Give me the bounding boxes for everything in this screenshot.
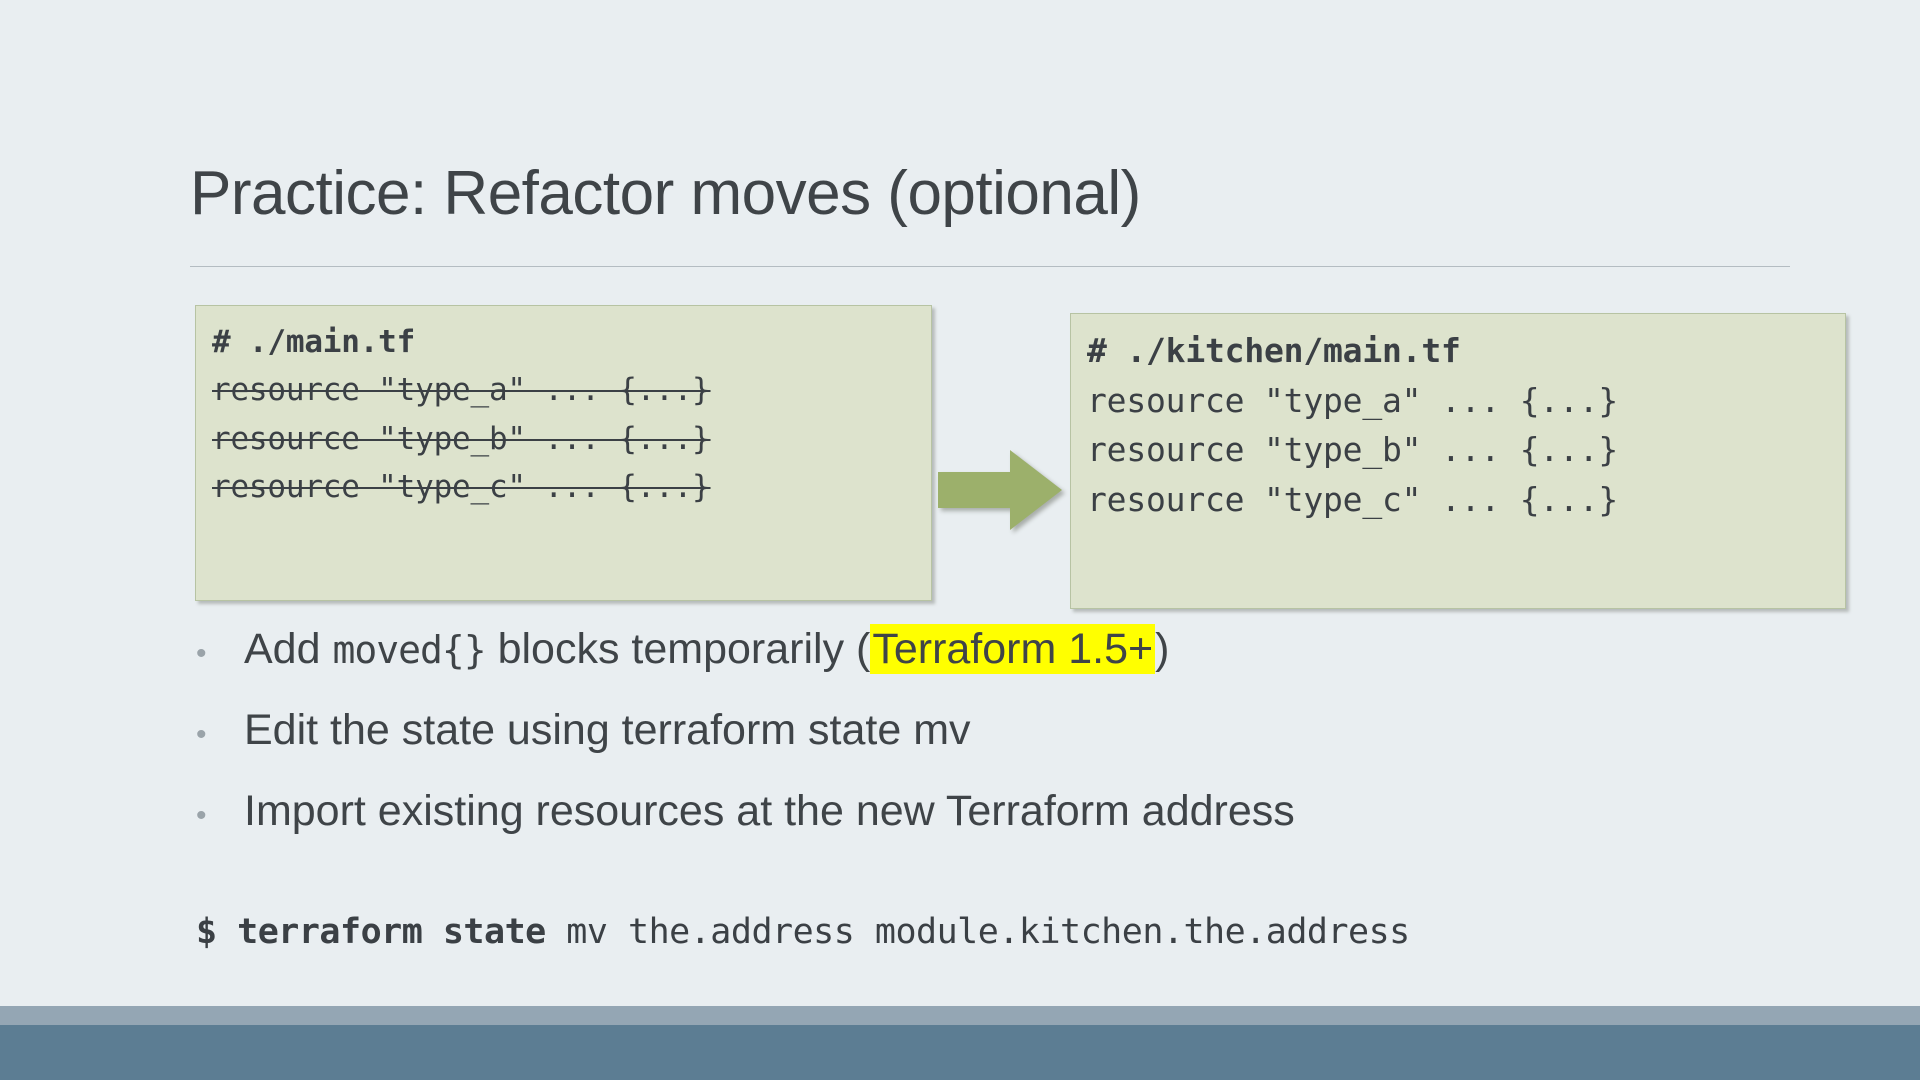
- code-box-kitchen-main-tf: # ./kitchen/main.tf resource "type_a" ..…: [1070, 313, 1846, 609]
- highlight-badge: Terraform 1.5+: [870, 624, 1156, 674]
- code-box-main-tf: # ./main.tf resource "type_a" ... {...} …: [195, 305, 932, 601]
- code-line-right-0: resource "type_a" ... {...}: [1087, 380, 1619, 420]
- footer-bar: [0, 1025, 1920, 1080]
- code-line-left-1: resource "type_b" ... {...}: [212, 420, 711, 457]
- command-args: mv the.address module.kitchen.the.addres…: [545, 912, 1410, 952]
- bullet-marker: •: [196, 637, 207, 670]
- bullet-0-mono: moved{}: [332, 628, 486, 672]
- list-item: • Import existing resources at the new T…: [196, 790, 1876, 833]
- terminal-command: $ terraform state mv the.address module.…: [196, 912, 1410, 952]
- bullet-0-pre: Add: [244, 625, 333, 673]
- code-header-left: # ./main.tf: [212, 324, 416, 360]
- list-item: • Add moved{} blocks temporarily (Terraf…: [196, 624, 1876, 674]
- footer-accent-bar: [0, 1006, 1920, 1025]
- code-line-right-1: resource "type_b" ... {...}: [1087, 430, 1619, 469]
- bullet-text-0: Add moved{} blocks temporarily (Terrafor…: [244, 624, 1170, 674]
- bullet-0-mid: blocks temporarily (: [485, 625, 871, 673]
- bullet-0-post: ): [1155, 625, 1170, 673]
- bullet-marker: •: [196, 718, 207, 751]
- bullet-text-2: Import existing resources at the new Ter…: [244, 787, 1295, 835]
- code-header-right: # ./kitchen/main.tf: [1087, 331, 1461, 370]
- bullet-list: • Add moved{} blocks temporarily (Terraf…: [196, 624, 1876, 871]
- code-line-left-0: resource "type_a" ... {...}: [212, 372, 711, 409]
- right-arrow-icon: [938, 448, 1064, 532]
- code-line-left-2: resource "type_c" ... {...}: [212, 469, 711, 506]
- page-title: Practice: Refactor moves (optional): [190, 159, 1141, 228]
- list-item: • Edit the state using terraform state m…: [196, 709, 1876, 752]
- bullet-text-1: Edit the state using terraform state mv: [244, 706, 971, 754]
- code-line-right-2: resource "type_c" ... {...}: [1087, 479, 1619, 519]
- title-divider: [190, 266, 1790, 267]
- bullet-marker: •: [196, 799, 207, 832]
- command-prompt: $ terraform state: [196, 912, 546, 952]
